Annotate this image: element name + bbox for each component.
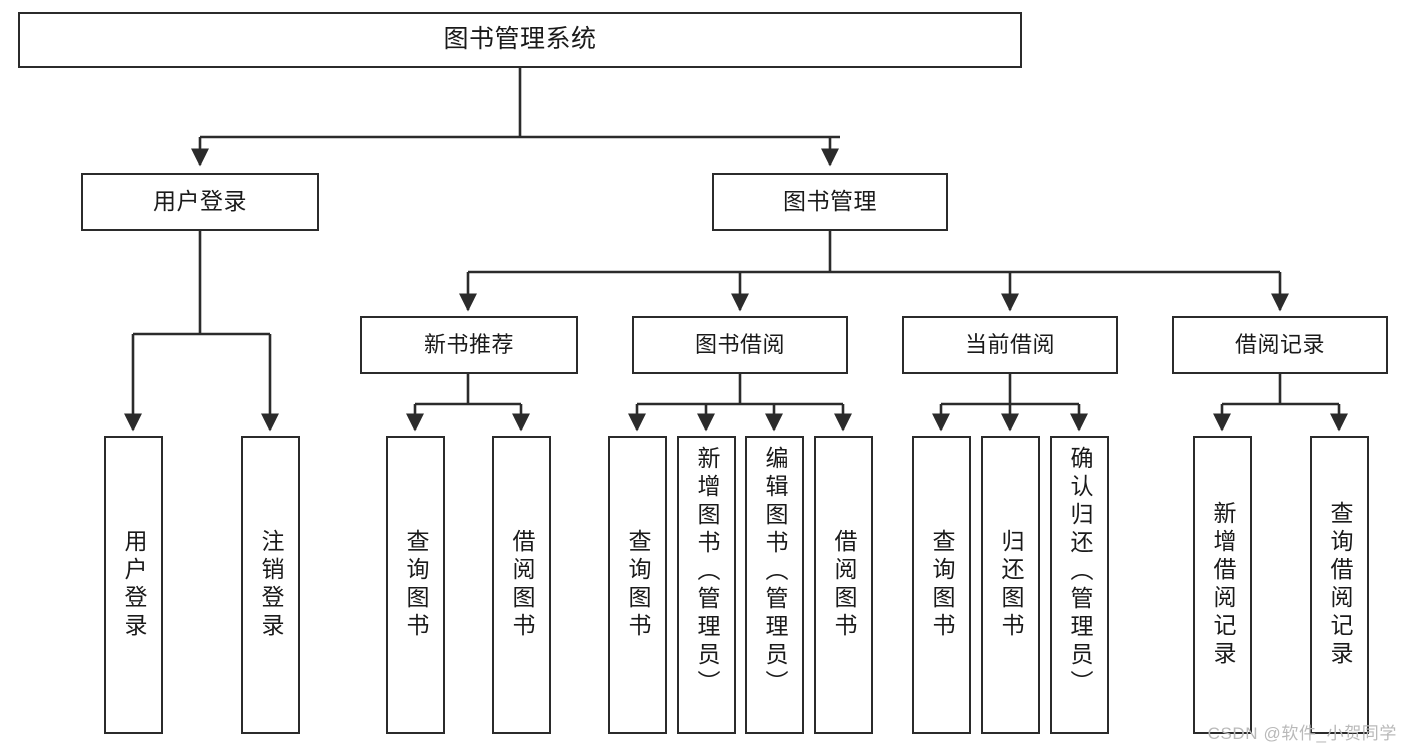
node-label: 查询借阅记录 — [1327, 501, 1353, 669]
node-label: 图书管理 — [783, 188, 877, 215]
node-label: 查询图书 — [929, 529, 955, 641]
node-label: 借阅图书 — [509, 529, 535, 641]
node-label: 新增借阅记录 — [1210, 501, 1236, 669]
node-book-management[interactable]: 图书管理 — [712, 173, 948, 231]
node-label: 查询图书 — [403, 529, 429, 641]
leaf-add-borrow-record[interactable]: 新增借阅记录 — [1193, 436, 1252, 734]
node-label: 图书管理系统 — [443, 25, 597, 54]
node-label: 新增图书（管理员） — [694, 446, 720, 698]
node-label: 查询图书 — [625, 529, 651, 641]
node-book-borrow[interactable]: 图书借阅 — [632, 316, 848, 374]
node-label: 注销登录 — [258, 529, 284, 641]
node-borrow-record[interactable]: 借阅记录 — [1172, 316, 1388, 374]
leaf-return-book[interactable]: 归还图书 — [981, 436, 1040, 734]
node-root-book-management-system[interactable]: 图书管理系统 — [18, 12, 1022, 68]
leaf-user-login[interactable]: 用户登录 — [104, 436, 163, 734]
node-label: 借阅图书 — [831, 529, 857, 641]
leaf-edit-book-admin[interactable]: 编辑图书（管理员） — [745, 436, 804, 734]
leaf-confirm-return-admin[interactable]: 确认归还（管理员） — [1050, 436, 1109, 734]
node-user-login[interactable]: 用户登录 — [81, 173, 319, 231]
node-current-borrow[interactable]: 当前借阅 — [902, 316, 1118, 374]
node-label: 编辑图书（管理员） — [762, 446, 788, 698]
node-new-book-recommend[interactable]: 新书推荐 — [360, 316, 578, 374]
node-label: 用户登录 — [121, 529, 147, 641]
node-label: 用户登录 — [153, 188, 247, 215]
leaf-logout-login[interactable]: 注销登录 — [241, 436, 300, 734]
node-label: 借阅记录 — [1234, 332, 1325, 358]
leaf-add-book-admin[interactable]: 新增图书（管理员） — [677, 436, 736, 734]
leaf-borrow-book[interactable]: 借阅图书 — [814, 436, 873, 734]
leaf-query-book-current[interactable]: 查询图书 — [912, 436, 971, 734]
node-label: 确认归还（管理员） — [1067, 446, 1093, 698]
node-label: 新书推荐 — [423, 332, 514, 358]
leaf-query-borrow-record[interactable]: 查询借阅记录 — [1310, 436, 1369, 734]
node-label: 归还图书 — [998, 529, 1024, 641]
leaf-borrow-book-recommend[interactable]: 借阅图书 — [492, 436, 551, 734]
leaf-query-book-borrow[interactable]: 查询图书 — [608, 436, 667, 734]
node-label: 图书借阅 — [694, 332, 785, 358]
node-label: 当前借阅 — [964, 332, 1055, 358]
leaf-query-book-recommend[interactable]: 查询图书 — [386, 436, 445, 734]
csdn-watermark: CSDN @软件_小贺同学 — [1207, 724, 1397, 743]
